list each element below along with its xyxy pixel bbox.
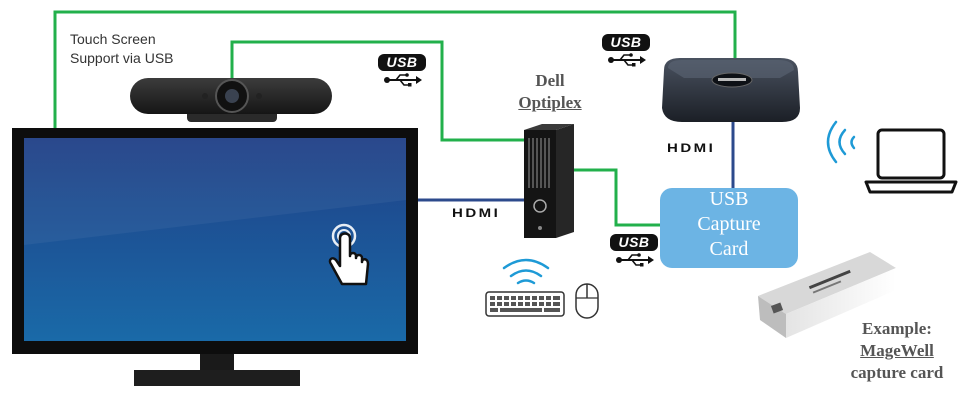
touch-screen-label-line1: Touch Screen — [70, 31, 156, 47]
example-label-line3: capture card — [850, 363, 944, 382]
usb-symbol-icon — [616, 253, 654, 267]
usb-capture-card-box — [660, 188, 798, 268]
mouse-icon — [575, 283, 599, 319]
example-label-line1: Example: — [862, 319, 932, 338]
capture-label-line1: USB — [709, 188, 749, 210]
laptop-wifi-icon — [826, 120, 856, 164]
usb-badge-hub: USB — [602, 34, 650, 67]
touch-hand-icon — [328, 223, 370, 286]
usb-capture-card-label: USB Capture Card — [660, 187, 798, 262]
usb-badge-text: USB — [610, 234, 658, 251]
usb-connection-lines — [53, 10, 737, 227]
usb-line-camera — [230, 40, 542, 142]
usb-symbol-icon — [384, 73, 422, 87]
laptop-icon — [864, 128, 958, 194]
hdmi-connection-lines — [418, 122, 735, 202]
capture-label-line3: Card — [709, 238, 749, 260]
dell-pc-icon — [524, 124, 574, 238]
usb-line-capture — [572, 168, 660, 227]
magewell-device-icon — [758, 252, 896, 338]
capture-label-line2: Capture — [697, 213, 761, 235]
touch-screen-label: Touch Screen Support via USB — [70, 30, 174, 68]
usb-badge-text: USB — [602, 34, 650, 51]
usb-badge-capture: USB — [610, 234, 658, 267]
dell-label-line2: Optiplex — [518, 93, 582, 112]
dell-optiplex-label: Dell Optiplex — [500, 70, 600, 114]
usb-badge-camera: USB — [378, 54, 426, 87]
keyboard-icon — [485, 291, 565, 317]
example-label-line2: MageWell — [860, 341, 934, 360]
wifi-icon — [502, 258, 550, 285]
presentation-hub-icon — [662, 58, 800, 122]
monitor-icon — [12, 128, 418, 386]
usb-badge-text: USB — [378, 54, 426, 71]
usb-symbol-icon — [608, 53, 646, 67]
example-magewell-label: Example: MageWell capture card — [822, 318, 972, 384]
hdmi-label-hub: HDMI — [667, 141, 716, 155]
hdmi-label-monitor: HDMI — [452, 206, 501, 220]
dell-label-line1: Dell — [535, 71, 565, 90]
webcam-icon — [130, 78, 332, 122]
touch-screen-label-line2: Support via USB — [70, 50, 174, 66]
usb-line-touchscreen — [53, 10, 737, 128]
